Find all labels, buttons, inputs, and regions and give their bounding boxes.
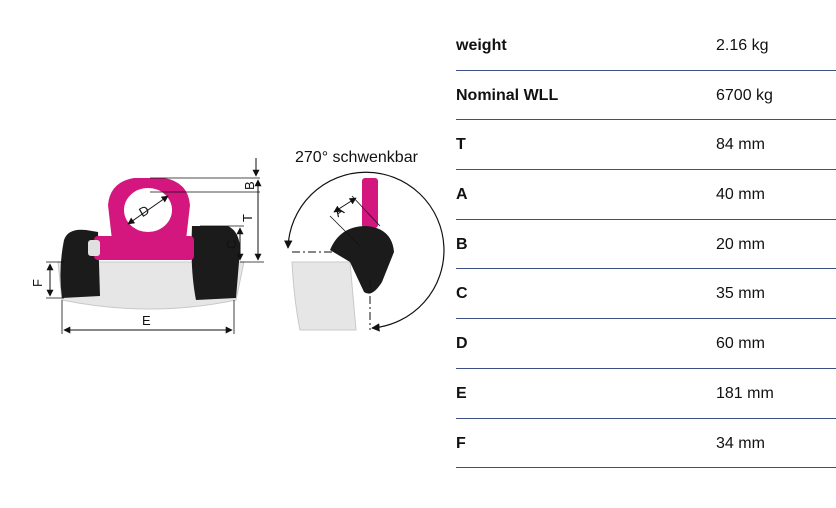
spec-row: E 181 mm (456, 369, 836, 419)
spec-row: F 34 mm (456, 419, 836, 469)
front-view: D B T C F E (30, 158, 264, 334)
dim-label-f: F (30, 279, 45, 287)
spec-row: C 35 mm (456, 269, 836, 320)
technical-drawing: D B T C F E 270° schwenkbar (30, 149, 445, 334)
side-ring-bar (362, 178, 378, 228)
side-view: 270° schwenkbar A (284, 149, 445, 332)
spec-value: 2.16 kg (716, 37, 769, 54)
spec-value: 60 mm (716, 335, 765, 353)
spec-row: D 60 mm (456, 319, 836, 369)
dim-label-b: B (242, 181, 257, 190)
spec-label: D (456, 335, 468, 353)
spec-label: C (456, 285, 468, 303)
spec-row: T 84 mm (456, 120, 836, 171)
spec-row: Nominal WLL 6700 kg (456, 71, 836, 121)
spec-value: 34 mm (716, 434, 765, 452)
spec-label: B (456, 235, 468, 253)
spec-row: B 20 mm (456, 220, 836, 270)
spec-label: F (456, 434, 466, 452)
spec-value: 20 mm (716, 235, 765, 253)
spec-value: 35 mm (716, 285, 765, 303)
spec-value: 181 mm (716, 384, 774, 402)
rotation-caption: 270° schwenkbar (295, 149, 419, 166)
spec-table: weight 2.16 kg Nominal WLL 6700 kg T 84 mm A 40… (456, 21, 836, 469)
dim-label-e: E (142, 313, 151, 328)
spec-label: T (456, 136, 466, 154)
spec-row: A 40 mm (456, 170, 836, 220)
spec-label: E (456, 384, 467, 402)
spec-value: 40 mm (716, 186, 765, 204)
dim-label-t: T (240, 214, 255, 222)
spec-label: weight (456, 37, 507, 54)
dim-label-c: C (224, 240, 239, 249)
spec-label: A (456, 186, 468, 204)
spec-row: weight 2.16 kg (456, 21, 836, 71)
spec-value: 6700 kg (716, 86, 773, 104)
axle-bushing (94, 236, 194, 260)
spec-value: 84 mm (716, 136, 765, 154)
spec-label: Nominal WLL (456, 86, 559, 104)
side-surface (291, 261, 357, 331)
rotation-arc (284, 171, 445, 332)
right-base-block (191, 226, 240, 300)
